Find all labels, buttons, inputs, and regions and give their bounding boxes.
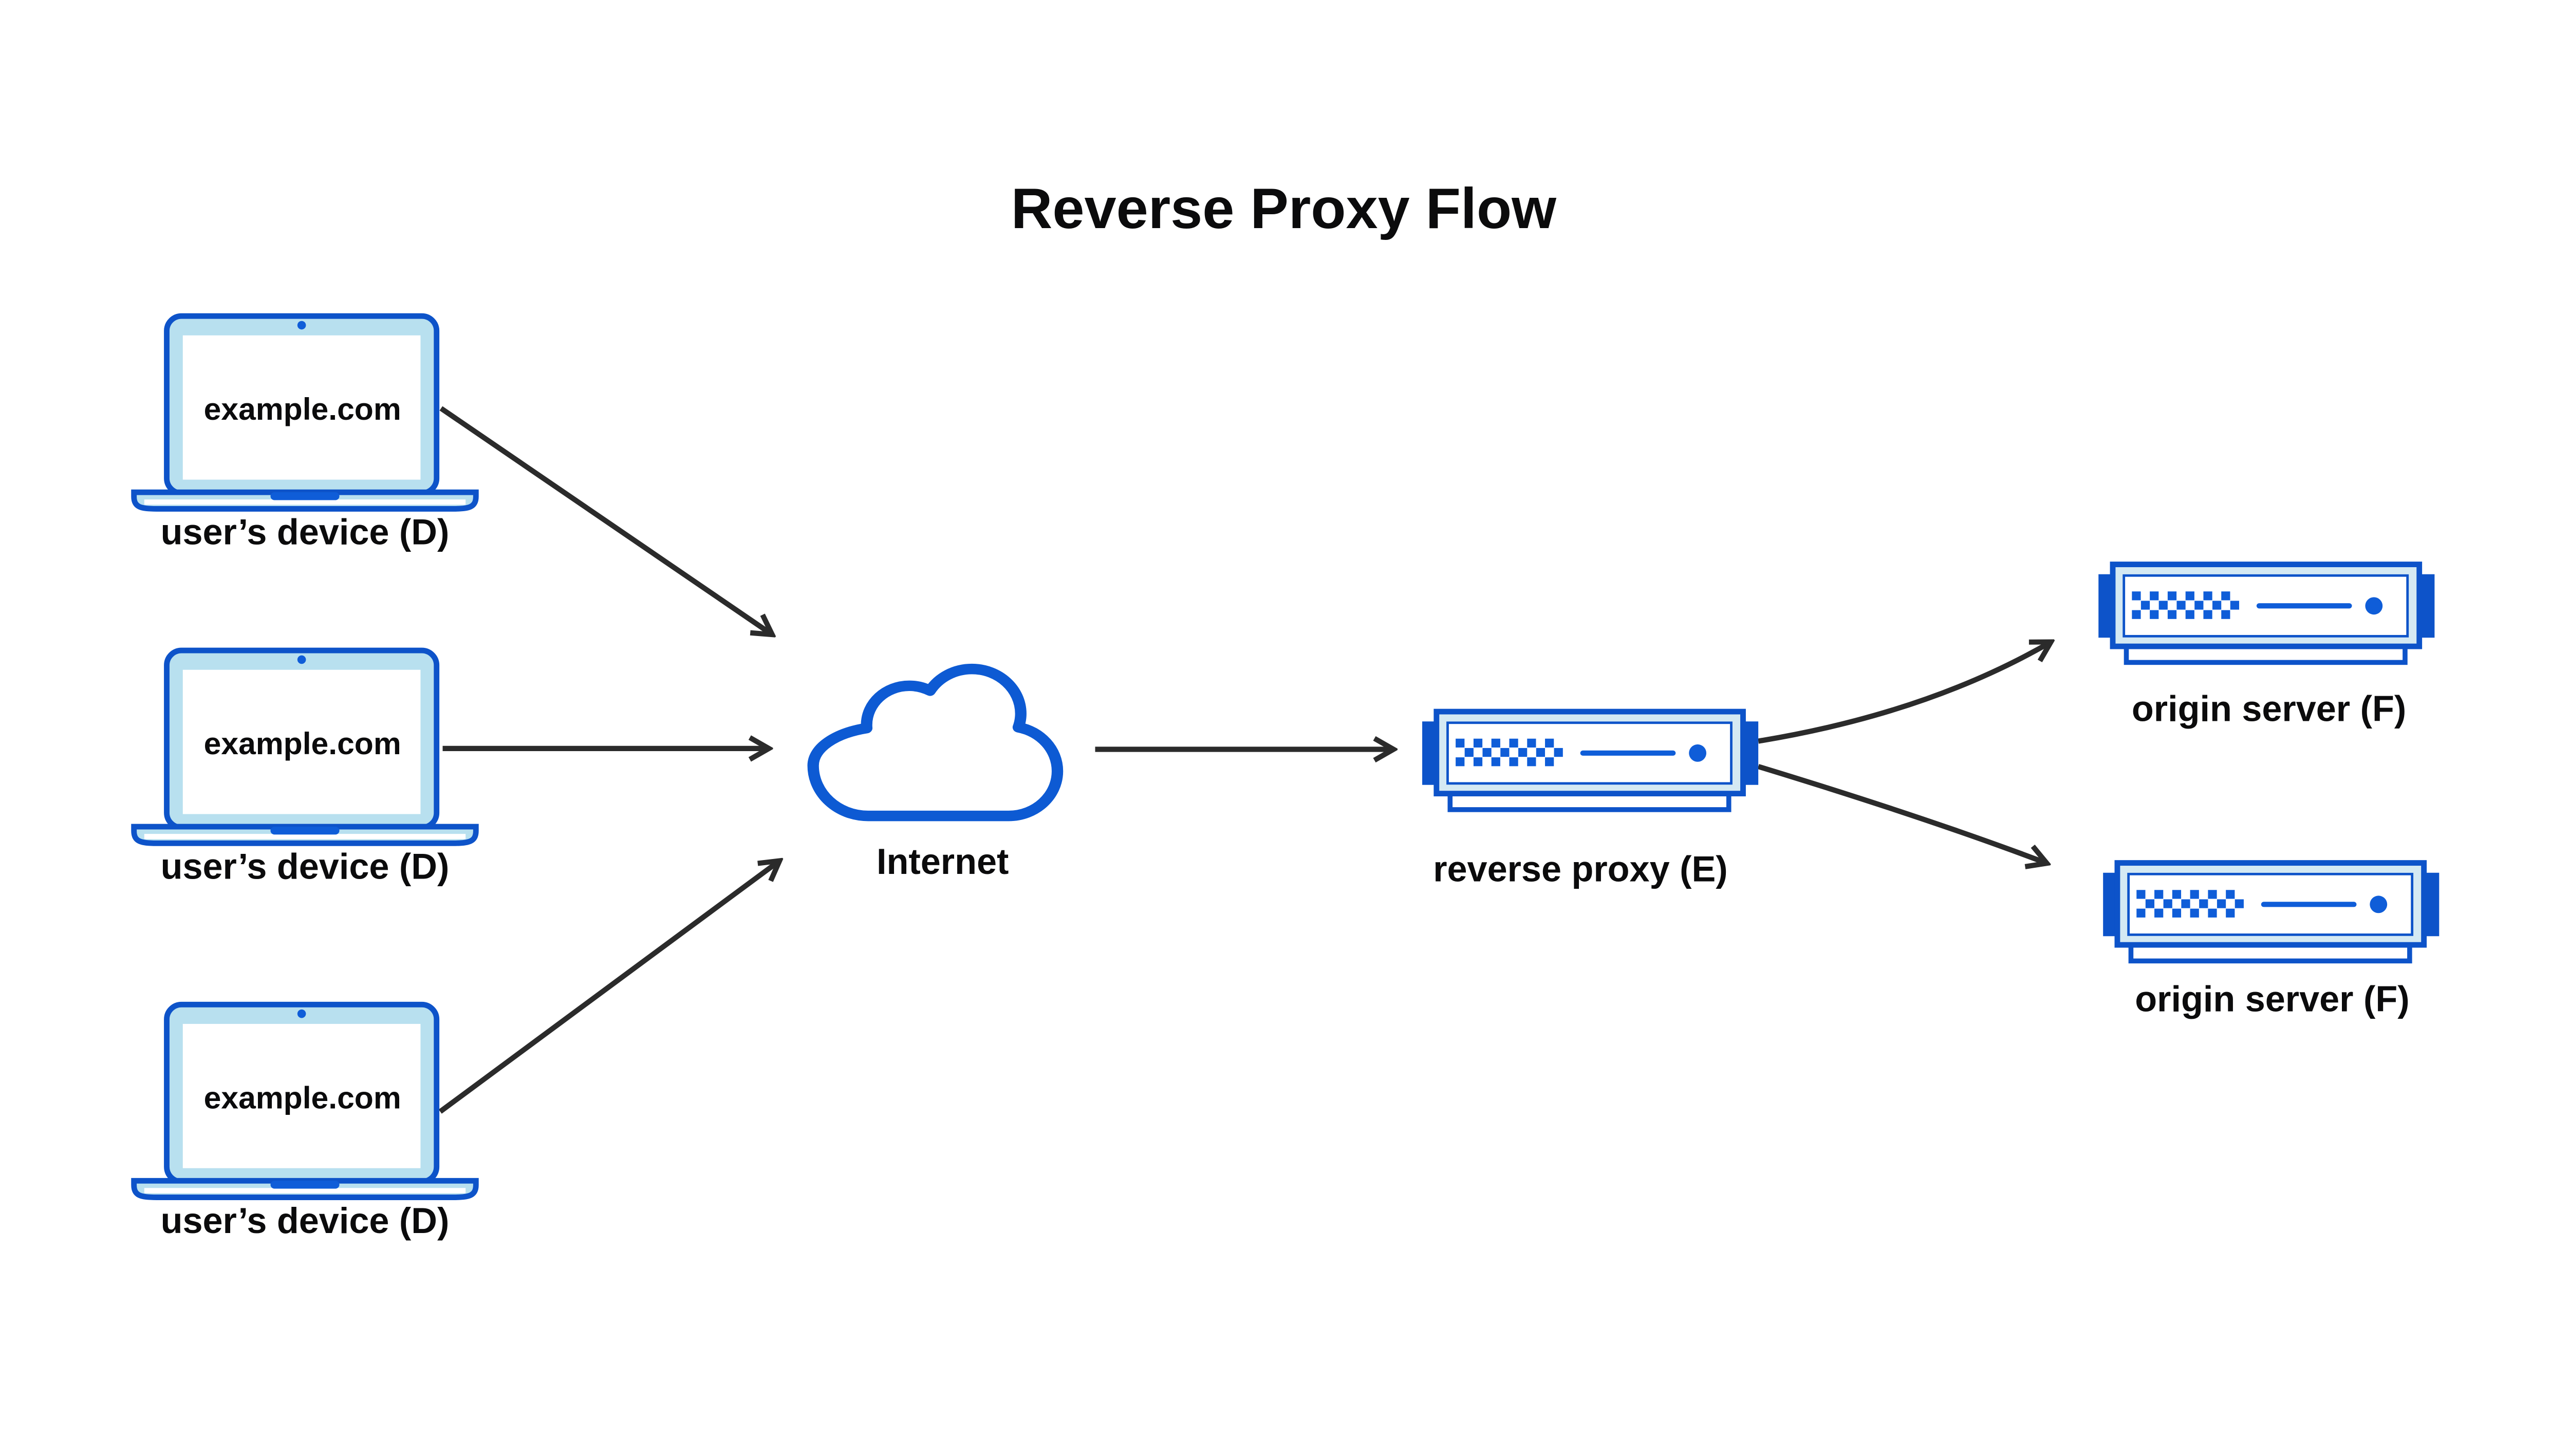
page-title: Reverse Proxy Flow <box>1011 176 1557 240</box>
node-user-device-1: example.com user’s device (D) <box>134 316 476 552</box>
device1-label: user’s device (D) <box>161 512 450 552</box>
device2-screen-text: example.com <box>204 726 401 761</box>
internet-cloud-icon <box>807 663 1064 822</box>
origin1-label: origin server (F) <box>2132 688 2406 729</box>
node-origin-server-2: origin server (F) <box>2103 863 2439 1019</box>
node-reverse-proxy: reverse proxy (E) <box>1422 712 1758 889</box>
device3-label: user’s device (D) <box>161 1200 450 1241</box>
origin-server-icon <box>2098 565 2434 663</box>
arrow-device1-to-internet <box>439 406 772 634</box>
node-user-device-2: example.com user’s device (D) <box>134 650 476 887</box>
reverse-proxy-icon <box>1422 712 1758 810</box>
node-origin-server-1: origin server (F) <box>2098 565 2434 729</box>
flow-arrows <box>438 406 2051 1114</box>
arrow-proxy-to-origin2 <box>1757 764 2047 863</box>
arrow-device3-to-internet <box>438 861 779 1114</box>
origin2-label: origin server (F) <box>2135 978 2409 1019</box>
origin-server-icon <box>2103 863 2439 961</box>
device3-screen-text: example.com <box>204 1080 401 1115</box>
device1-screen-text: example.com <box>204 391 401 426</box>
arrow-proxy-to-origin1 <box>1758 642 2051 744</box>
node-user-device-3: example.com user’s device (D) <box>134 1004 476 1241</box>
reverse-proxy-label: reverse proxy (E) <box>1433 848 1728 889</box>
node-internet: Internet <box>807 663 1064 882</box>
device2-label: user’s device (D) <box>161 846 450 887</box>
internet-label: Internet <box>877 841 1009 882</box>
